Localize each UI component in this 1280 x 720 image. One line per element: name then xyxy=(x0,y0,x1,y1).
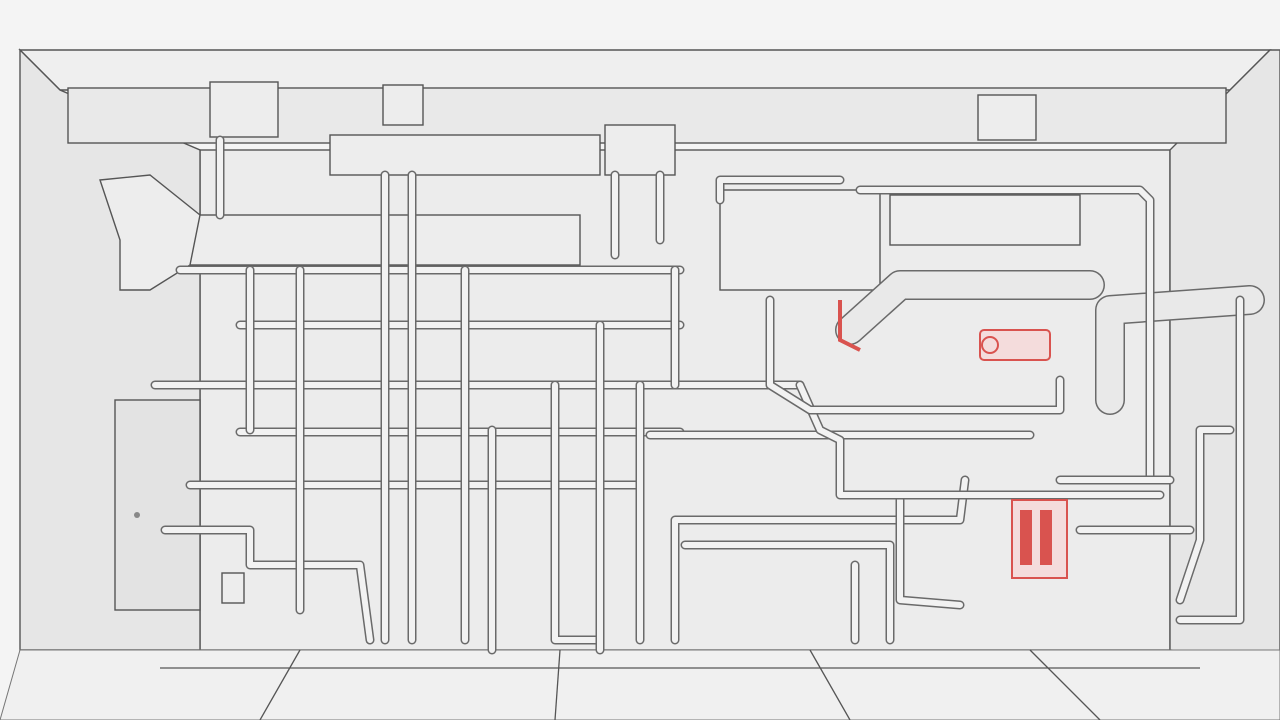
main-duct xyxy=(179,214,581,266)
pipe-segment xyxy=(897,497,963,608)
red-valve xyxy=(979,329,1051,361)
door-handle xyxy=(134,512,140,518)
duct-upper-right xyxy=(889,194,1081,246)
pipe-segment xyxy=(552,382,603,643)
red-control-panel xyxy=(1011,499,1068,579)
ceiling-box-1 xyxy=(209,81,279,138)
upper-duct xyxy=(329,134,601,176)
duct-elbow-left xyxy=(99,174,201,291)
pipe-segment xyxy=(857,187,1153,483)
vent xyxy=(382,84,424,126)
ceiling xyxy=(18,49,1272,91)
pipe-segment xyxy=(717,177,843,203)
electrical-outlet xyxy=(221,572,245,604)
pipe-segment xyxy=(767,297,1063,413)
pipe-segment xyxy=(797,382,1163,498)
duct-box-right xyxy=(719,189,881,291)
ducts xyxy=(99,81,1081,291)
pipe-segment xyxy=(1177,297,1243,623)
pipe-segment xyxy=(1177,427,1233,603)
pipe-network xyxy=(150,135,1245,655)
pipe-segment xyxy=(682,542,893,643)
pipe-segment xyxy=(162,527,373,643)
floor-tiles xyxy=(160,649,1200,720)
door xyxy=(114,399,201,611)
ceiling-box-3 xyxy=(977,94,1037,141)
large-pipes xyxy=(835,270,1265,415)
floor xyxy=(0,649,1280,720)
pipe-segment xyxy=(672,477,968,643)
ceiling-box-2 xyxy=(604,124,676,176)
red-pipe-bend xyxy=(838,300,861,352)
